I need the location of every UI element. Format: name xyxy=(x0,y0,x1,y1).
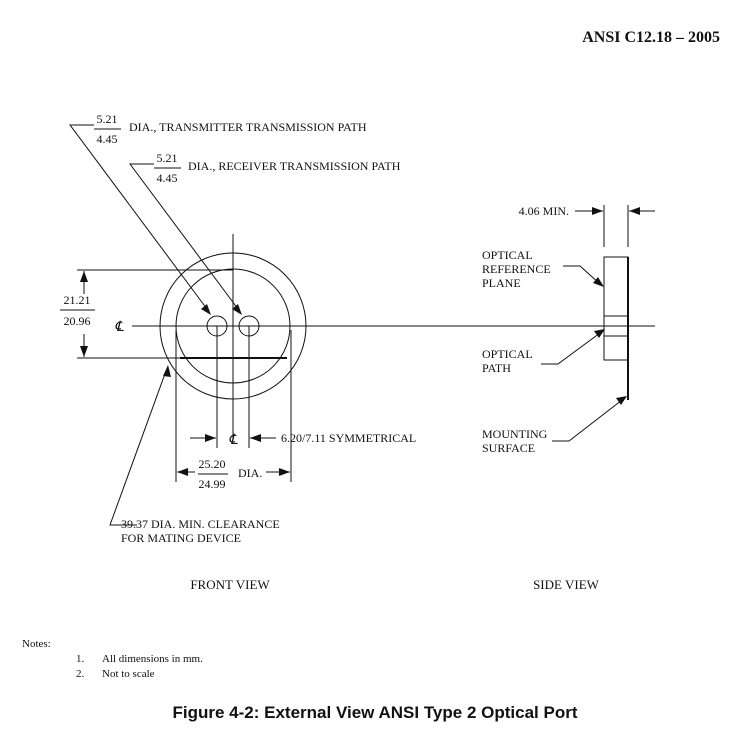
ref-plane-line2: REFERENCE xyxy=(482,262,551,276)
centerline-symbol-bottom: ℄ xyxy=(229,433,239,448)
min-arrow-right xyxy=(629,207,640,215)
side-body xyxy=(603,256,629,361)
centerline-symbol-left: ℄ xyxy=(115,320,125,335)
min-thickness-label: 4.06 MIN. xyxy=(519,204,569,218)
figure-caption: Figure 4-2: External View ANSI Type 2 Op… xyxy=(173,703,578,722)
receiver-leader xyxy=(129,163,239,310)
spacing-arrow-right xyxy=(250,434,261,442)
spacing-arrow-left xyxy=(205,434,216,442)
receiver-label: DIA., RECEIVER TRANSMISSION PATH xyxy=(188,159,401,173)
note-text: All dimensions in mm. xyxy=(102,653,203,665)
diameter-arrow-right xyxy=(279,468,290,476)
ref-plane-leader xyxy=(563,265,601,285)
min-arrow-left xyxy=(592,207,603,215)
optical-path-line2: PATH xyxy=(482,361,511,375)
optical-path-arrow xyxy=(594,329,605,338)
clearance-leader xyxy=(109,370,167,526)
side-view-label: SIDE VIEW xyxy=(533,577,600,592)
diameter-lower: 24.99 xyxy=(199,477,226,491)
front-view-label: FRONT VIEW xyxy=(190,577,270,592)
optical-path-line1: OPTICAL xyxy=(482,347,533,361)
clearance-leader-arrow xyxy=(163,365,171,377)
transmitter-lower: 4.45 xyxy=(97,132,118,146)
mounting-line2: SURFACE xyxy=(482,441,535,455)
receiver-lower: 4.45 xyxy=(157,171,178,185)
transmitter-leader-arrow xyxy=(201,304,211,315)
note-text: Not to scale xyxy=(102,668,155,680)
front-view: 21.21 20.96 ℄ 5.21 4.45 DIA., TRANSMITTE… xyxy=(60,112,655,592)
mounting-leader xyxy=(552,399,623,442)
standard-header: ANSI C12.18 – 2005 xyxy=(582,29,720,46)
mounting-arrow xyxy=(616,396,627,405)
spacing-label: 6.20/7.11 SYMMETRICAL xyxy=(281,431,416,445)
height-arrow-up xyxy=(80,271,88,282)
mounting-line1: MOUNTING xyxy=(482,427,548,441)
notes-title: Notes: xyxy=(22,638,51,650)
transmitter-leader xyxy=(69,124,208,310)
note-number: 2. xyxy=(76,668,85,680)
side-view: 4.06 MIN. OPTICAL REFERENCE PLANE OPTICA… xyxy=(482,204,655,592)
ref-plane-line1: OPTICAL xyxy=(482,248,533,262)
receiver-leader-arrow xyxy=(232,304,242,315)
clearance-line1: 39.37 DIA. MIN. CLEARANCE xyxy=(121,517,280,531)
height-upper: 21.21 xyxy=(64,293,91,307)
ref-plane-arrow xyxy=(593,277,604,287)
notes: Notes: 1. All dimensions in mm. 2. Not t… xyxy=(22,638,203,680)
height-lower: 20.96 xyxy=(64,314,91,328)
diameter-label: DIA. xyxy=(238,466,262,480)
optical-path-leader xyxy=(541,332,601,365)
transmitter-upper: 5.21 xyxy=(97,112,118,126)
ref-plane-line3: PLANE xyxy=(482,276,521,290)
transmitter-label: DIA., TRANSMITTER TRANSMISSION PATH xyxy=(129,120,367,134)
diameter-arrow-left xyxy=(177,468,188,476)
note-number: 1. xyxy=(76,653,85,665)
clearance-line2: FOR MATING DEVICE xyxy=(121,531,241,545)
diameter-upper: 25.20 xyxy=(199,457,226,471)
receiver-upper: 5.21 xyxy=(157,151,178,165)
height-arrow-down xyxy=(80,346,88,357)
